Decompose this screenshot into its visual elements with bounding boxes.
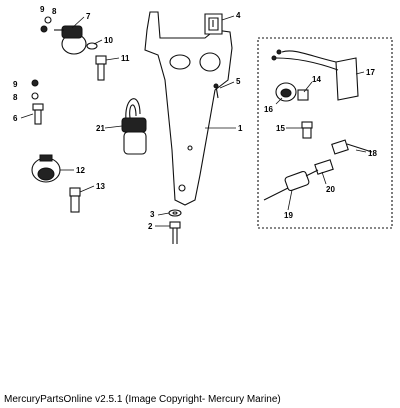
label-10: 10 [104,36,113,45]
label-16: 16 [264,105,273,114]
bolt-part-11[interactable] [95,55,107,81]
label-18: 18 [368,149,377,158]
label-7: 7 [86,12,91,21]
label-8-lower: 8 [13,93,18,102]
sensor-part-6[interactable] [32,103,44,125]
label-4: 4 [236,11,241,20]
label-14: 14 [312,75,321,84]
fitting-part-15[interactable] [301,121,313,139]
label-5: 5 [236,77,241,86]
label-6: 6 [13,114,18,123]
connector-part-20[interactable] [314,159,334,175]
copyright-caption: MercuryPartsOnline v2.5.1 (Image Copyrig… [4,394,281,405]
nut-part-8-upper[interactable] [44,16,52,24]
label-2: 2 [148,222,153,231]
cable-part-18[interactable] [331,139,373,155]
leader-lines [20,15,367,227]
label-3: 3 [150,210,155,219]
elbow-part-14[interactable] [297,89,309,101]
nut-part-9-upper[interactable] [40,25,48,33]
label-15: 15 [276,124,285,133]
module-part-17[interactable] [271,49,359,101]
switch-part-12[interactable] [31,154,61,183]
label-8-upper: 8 [52,7,57,16]
screw-part-5[interactable] [213,83,219,99]
label-20: 20 [326,185,335,194]
label-13: 13 [96,182,105,191]
callout-labels: 1 2 3 4 5 6 7 8 9 10 11 12 13 14 15 16 1… [13,5,377,231]
clamp-part-4[interactable] [204,13,223,35]
label-11: 11 [121,54,130,63]
washer-part-3[interactable] [168,209,182,217]
bolt-part-2[interactable] [169,221,181,244]
label-9-upper: 9 [40,5,45,14]
sender-part-16[interactable] [275,82,297,102]
label-12: 12 [76,166,85,175]
label-21: 21 [96,124,105,133]
bracket-part-1[interactable] [144,11,233,206]
sender-part-7[interactable] [54,25,87,55]
label-17: 17 [366,68,375,77]
fitting-part-13[interactable] [69,187,81,213]
washer-part-10[interactable] [86,42,98,50]
label-1: 1 [238,124,243,133]
label-9-lower: 9 [13,80,18,89]
harness-part-19[interactable] [263,169,319,201]
nut-part-9-lower[interactable] [31,79,39,87]
label-19: 19 [284,211,293,220]
connector-part-21[interactable] [121,98,147,155]
washer-part-8-lower[interactable] [31,92,39,100]
inset-box [257,37,393,229]
